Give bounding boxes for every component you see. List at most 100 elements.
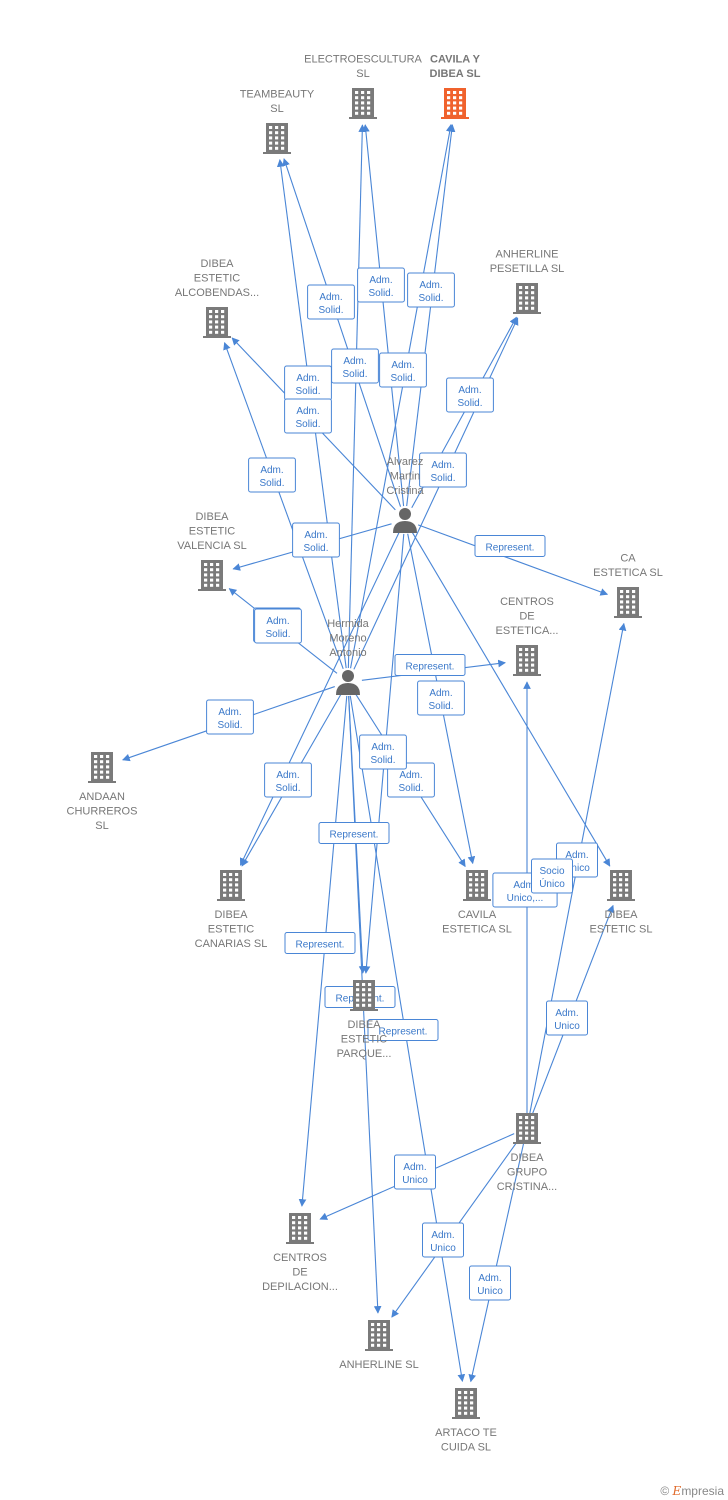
node-label: ELECTROESCULTURA — [304, 54, 422, 66]
edge-label-adm-solid[interactable]: Adm.Solid. — [379, 352, 427, 388]
edge-label-box — [407, 272, 455, 308]
building-icon — [286, 1213, 314, 1244]
edge-hermida-to-electro — [347, 124, 367, 669]
edge-label-represent[interactable]: Represent. — [284, 932, 356, 954]
edge-label-represent[interactable]: Represent. — [474, 535, 546, 557]
edge-label-text: Adm. — [343, 356, 366, 367]
edge-label-represent[interactable]: Represent. — [394, 654, 466, 676]
edge-label-text: Adm. — [218, 707, 241, 718]
edge-label-box — [531, 858, 573, 894]
node-label: VALENCIA SL — [177, 540, 247, 552]
edge-alvarez-to-canarias — [239, 532, 400, 866]
node-label: ESTETIC — [189, 526, 236, 538]
company-node-grupo[interactable]: DIBEAGRUPOCRISTINA... — [497, 1113, 558, 1193]
edge-label-text: Unico — [477, 1286, 503, 1297]
node-label: ANDAAN — [79, 791, 125, 803]
node-label: ANHERLINE SL — [339, 1359, 418, 1371]
edge-label-text: Solid. — [342, 369, 367, 380]
company-node-depilacion[interactable]: CENTROSDEDEPILACION... — [262, 1213, 338, 1293]
node-label: ALCOBENDAS... — [175, 287, 259, 299]
edge-label-text: Adm. — [266, 616, 289, 627]
edge-label-adm-solid[interactable]: Adm.Solid. — [419, 452, 467, 488]
edge-label-adm-solid[interactable]: Adm.Solid. — [206, 699, 254, 735]
edge-label-adm-unico[interactable]: Adm.Unico — [422, 1222, 464, 1258]
edge-label-adm-unico[interactable]: Adm.Unico — [469, 1265, 511, 1301]
edge-label-text: Represent. — [330, 830, 379, 841]
building-icon — [198, 560, 226, 591]
edge-label-adm-solid[interactable]: Adm.Solid. — [264, 762, 312, 798]
edge-label-adm-solid[interactable]: Adm.Solid. — [357, 267, 405, 303]
edge-label-text: Adm. — [260, 465, 283, 476]
edge-label-text: Solid. — [398, 783, 423, 794]
edge-label-text: Represent. — [296, 940, 345, 951]
edge-label-box — [419, 452, 467, 488]
edge-label-text: Adm. — [296, 373, 319, 384]
node-label: DIBEA — [604, 909, 638, 921]
edge-label-adm-solid[interactable]: Adm.Solid. — [407, 272, 455, 308]
edge-label-adm-solid[interactable]: Adm.Solid. — [359, 734, 407, 770]
node-label: DE — [519, 611, 534, 623]
edge-label-box — [307, 284, 355, 320]
edge-label-represent[interactable]: Represent. — [367, 1019, 439, 1041]
edge-label-text: Solid. — [428, 701, 453, 712]
edge-label-box — [292, 522, 340, 558]
building-icon — [365, 1320, 393, 1351]
node-label: CA — [620, 553, 636, 565]
edge-label-text: Solid. — [275, 783, 300, 794]
node-label: CUIDA SL — [441, 1442, 491, 1454]
node-label: ESTETIC — [341, 1034, 388, 1046]
edge-label-box — [318, 822, 390, 844]
edge-alvarez-to-teambeauty — [282, 158, 402, 507]
edge-label-adm-solid[interactable]: Adm.Solid. — [284, 365, 332, 401]
edge-label-adm-solid[interactable]: Adm. Solid. — [417, 680, 465, 716]
node-label: PESETILLA SL — [490, 263, 565, 275]
company-node-ca_estetica[interactable]: CA ESTETICA SL — [593, 553, 663, 619]
edge-label-adm-unico[interactable]: Adm.Unico — [546, 1000, 588, 1036]
edge-label-text: Adm. — [403, 1162, 426, 1173]
company-node-parque[interactable]: DIBEAESTETICPARQUE... — [337, 980, 392, 1060]
edge-label-adm-solid[interactable]: Adm.Solid. — [307, 284, 355, 320]
edge-label-text: Represent. — [406, 662, 455, 673]
edge-label-adm-solid[interactable]: Adm.Solid. — [254, 608, 302, 644]
node-label: CAVILA Y — [430, 54, 481, 66]
edge-label-adm-unico[interactable]: Adm. Unico — [394, 1154, 436, 1190]
node-label: SL — [95, 820, 108, 832]
edge-label-text: Solid. — [295, 419, 320, 430]
brand-initial: E — [672, 1484, 682, 1498]
edge-label-adm-solid[interactable]: Adm.Solid. — [387, 762, 435, 798]
node-label: ESTETICA SL — [593, 567, 663, 579]
edge-label-adm-solid[interactable]: Adm.Solid. — [292, 522, 340, 558]
company-node-centros_est[interactable]: CENTROSDEESTETICA... — [496, 596, 559, 676]
edge-alvarez-to-ca_estetica — [417, 524, 609, 596]
edge-label-adm-solid[interactable]: Adm. Solid. — [331, 348, 379, 384]
node-label: GRUPO — [507, 1167, 548, 1179]
company-node-anherline[interactable]: ANHERLINE SL — [339, 1320, 419, 1371]
edge-label-adm-solid[interactable]: Adm.Solid. — [284, 398, 332, 434]
building-icon — [441, 88, 469, 119]
edge-label-box — [394, 654, 466, 676]
node-label: CAVILA — [458, 909, 497, 921]
edge-label-adm-solid[interactable]: Adm. Solid. — [248, 457, 296, 493]
edge-label-text: Solid. — [259, 478, 284, 489]
edge-label-text: Unico — [402, 1175, 428, 1186]
edge-label-represent[interactable]: Represent. — [318, 822, 390, 844]
edge-label-text: Unico — [430, 1243, 456, 1254]
edge-label-box — [357, 267, 405, 303]
company-node-alcobendas[interactable]: DIBEAESTETICALCOBENDAS... — [175, 258, 259, 338]
edge-label-adm-solid[interactable]: Adm.Solid. — [446, 377, 494, 413]
edge-label-text: Adm. — [429, 688, 452, 699]
building-icon — [217, 870, 245, 901]
